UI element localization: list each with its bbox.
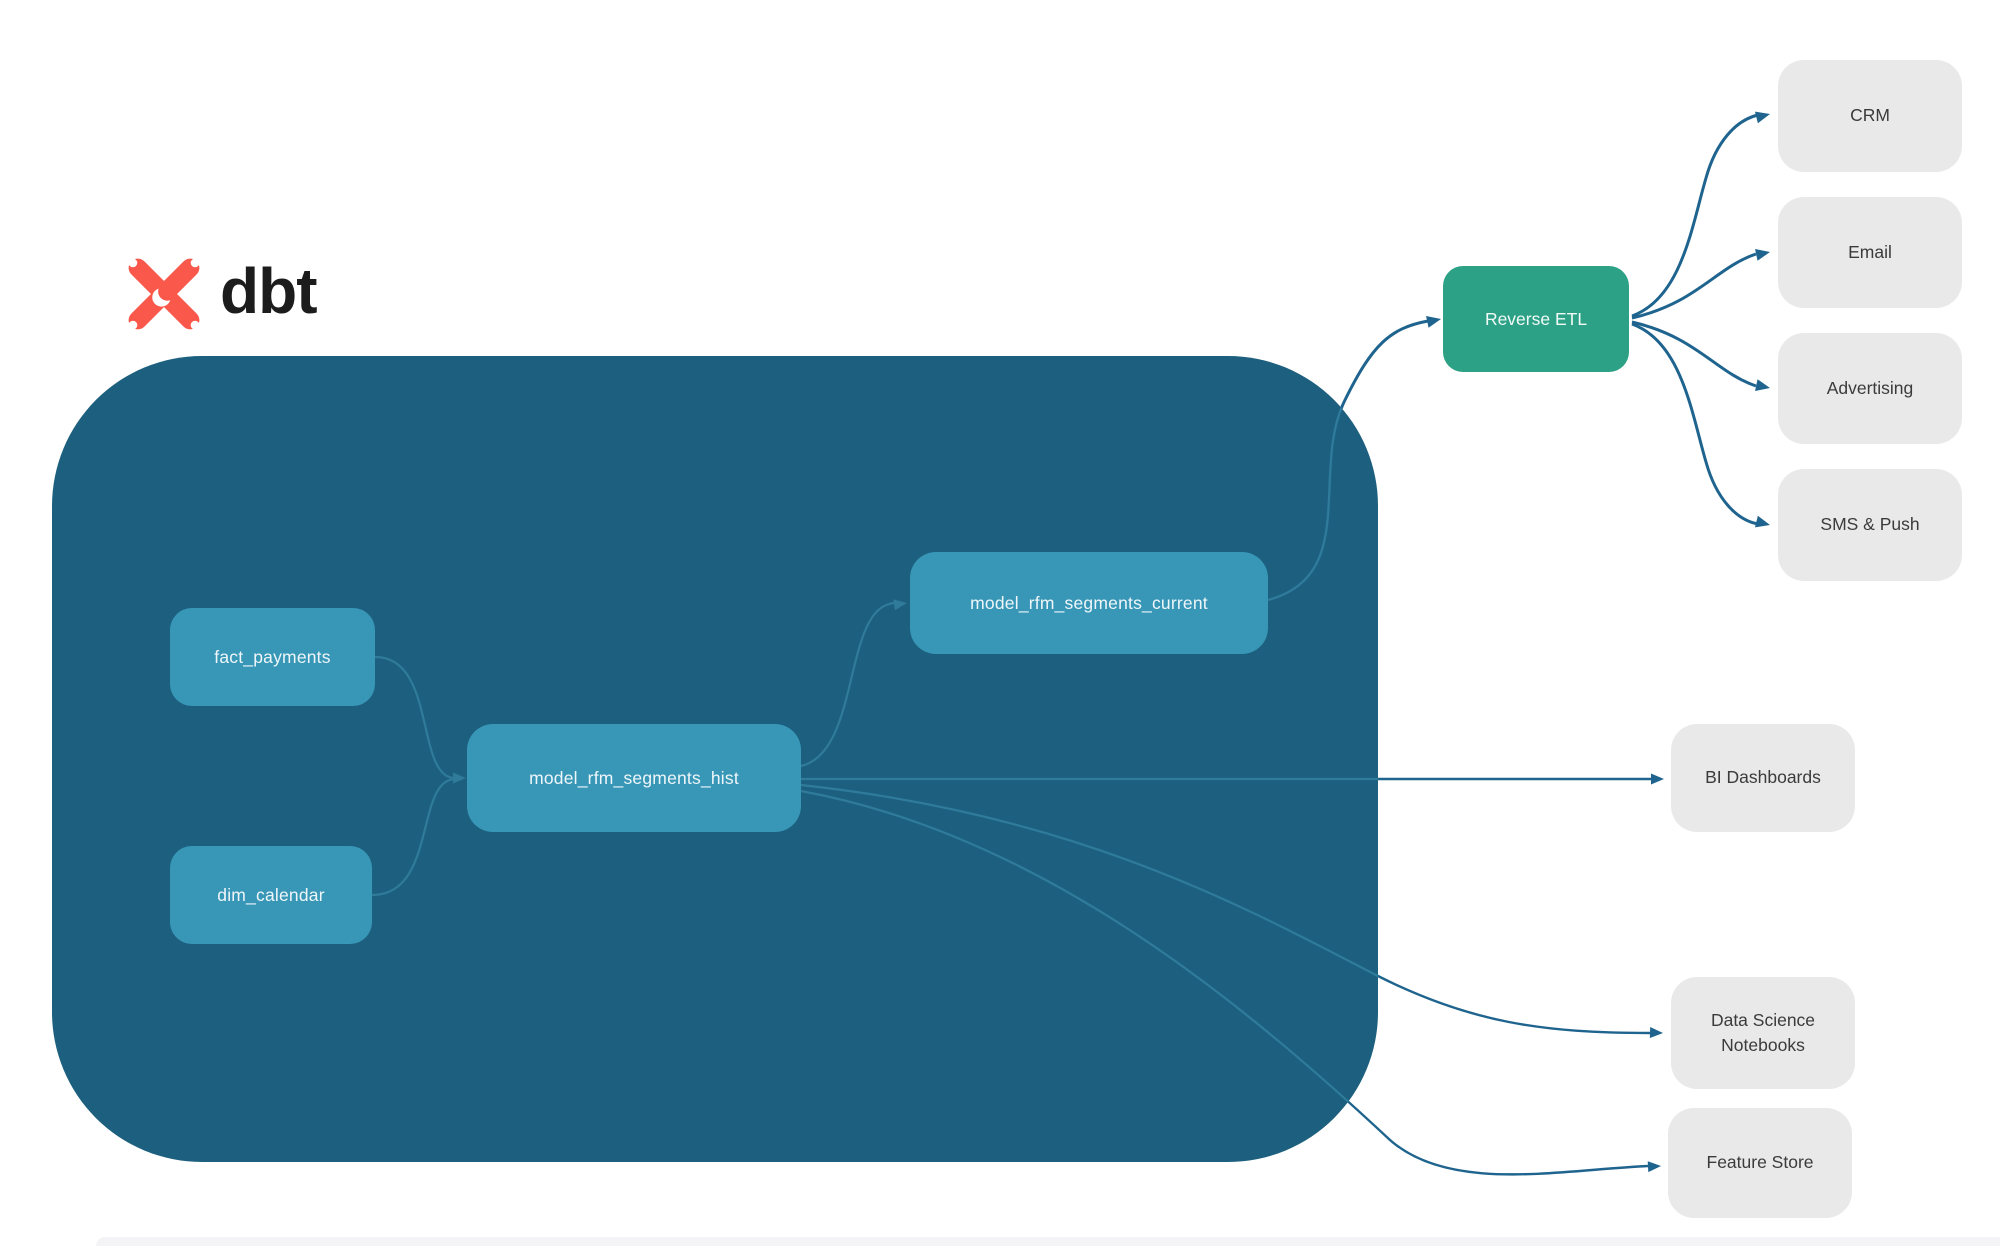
brand-wordmark: dbt xyxy=(220,255,317,327)
node-advertising: Advertising xyxy=(1778,333,1962,444)
node-email: Email xyxy=(1778,197,1962,308)
node-label: model_rfm_segments_current xyxy=(970,592,1208,613)
node-sms-push: SMS & Push xyxy=(1778,469,1962,581)
node-label: fact_payments xyxy=(214,646,331,667)
node-label: CRM xyxy=(1850,105,1890,126)
node-fact-payments: fact_payments xyxy=(170,608,375,706)
node-bi-dashboards: BI Dashboards xyxy=(1671,724,1855,832)
dbt-logo: dbt xyxy=(122,250,317,338)
node-dim-calendar: dim_calendar xyxy=(170,846,372,944)
node-label: Reverse ETL xyxy=(1484,308,1588,329)
node-label: Advertising xyxy=(1826,377,1914,398)
node-label: dim_calendar xyxy=(217,884,325,905)
node-label: Data Science Notebooks xyxy=(1710,1009,1816,1055)
node-crm: CRM xyxy=(1778,60,1962,172)
node-model-rfm-segments-hist: model_rfm_segments_hist xyxy=(467,724,801,832)
node-model-rfm-segments-current: model_rfm_segments_current xyxy=(910,552,1268,654)
node-label: BI Dashboards xyxy=(1705,767,1821,788)
node-label: SMS & Push xyxy=(1820,514,1920,535)
node-data-science-notebooks: Data Science Notebooks xyxy=(1671,977,1855,1089)
bottom-cutoff-strip xyxy=(96,1237,2000,1246)
dbt-logo-icon xyxy=(128,258,200,330)
node-label: Feature Store xyxy=(1706,1152,1814,1173)
node-label: model_rfm_segments_hist xyxy=(529,767,739,788)
node-feature-store: Feature Store xyxy=(1668,1108,1852,1218)
node-label: Email xyxy=(1848,241,1892,262)
node-reverse-etl: Reverse ETL xyxy=(1443,266,1629,372)
